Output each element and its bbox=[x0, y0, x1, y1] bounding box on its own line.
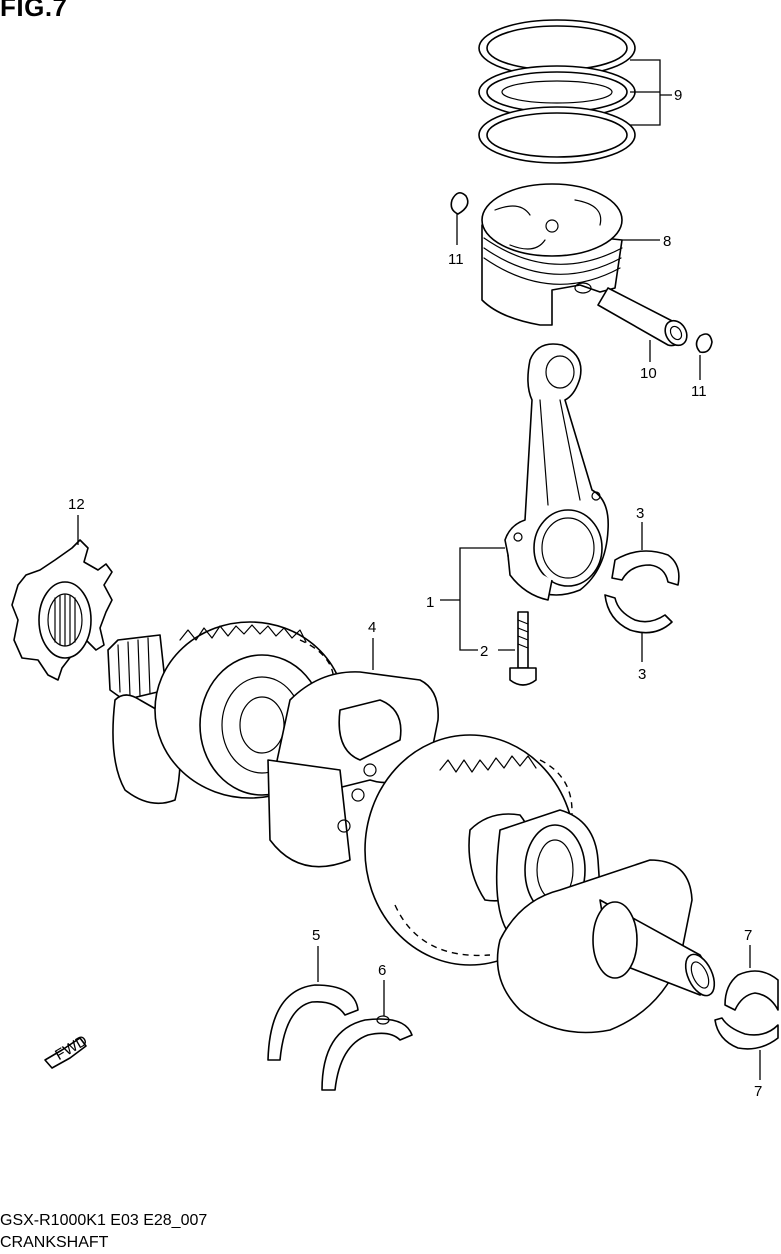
diagram-code: GSX-R1000K1 E03 E28_007 bbox=[0, 1212, 208, 1229]
forward-arrow-icon: FWD bbox=[44, 1032, 91, 1069]
forward-arrow-label: FWD bbox=[52, 1032, 90, 1064]
callout-10: 10 bbox=[640, 365, 657, 382]
callout-5: 5 bbox=[312, 927, 320, 944]
piston-pin bbox=[597, 287, 688, 347]
callout-9: 9 bbox=[674, 87, 682, 104]
callout-1: 1 bbox=[426, 594, 434, 611]
connecting-rod-bolt bbox=[509, 611, 537, 686]
callout-7-lower: 7 bbox=[754, 1083, 762, 1100]
connecting-rod-bearings bbox=[604, 550, 680, 634]
callout-6: 6 bbox=[378, 962, 386, 979]
thrust-washer-6 bbox=[321, 1018, 413, 1091]
callout-8: 8 bbox=[663, 233, 671, 250]
callout-2: 2 bbox=[480, 643, 488, 660]
crankshaft bbox=[107, 621, 716, 1034]
callout-3-upper: 3 bbox=[636, 505, 644, 522]
callout-12: 12 bbox=[68, 496, 85, 513]
callout-11-left: 11 bbox=[448, 251, 464, 268]
crankshaft-main-bearings bbox=[714, 970, 779, 1050]
connecting-rod bbox=[504, 343, 609, 601]
diagram-name: CRANKSHAFT bbox=[0, 1234, 109, 1251]
callout-3-lower: 3 bbox=[638, 666, 646, 683]
circlip-right bbox=[695, 333, 713, 354]
thrust-washer-5 bbox=[267, 984, 359, 1061]
callout-4: 4 bbox=[368, 619, 376, 636]
circlip-left bbox=[450, 192, 469, 215]
figure-title: FIG.7 bbox=[0, 0, 68, 22]
callout-11-right: 11 bbox=[691, 383, 707, 400]
piston bbox=[481, 183, 623, 326]
starter-gear bbox=[11, 539, 113, 681]
leader-lines bbox=[77, 59, 761, 1080]
piston-rings bbox=[478, 19, 636, 164]
callout-7-upper: 7 bbox=[744, 927, 752, 944]
